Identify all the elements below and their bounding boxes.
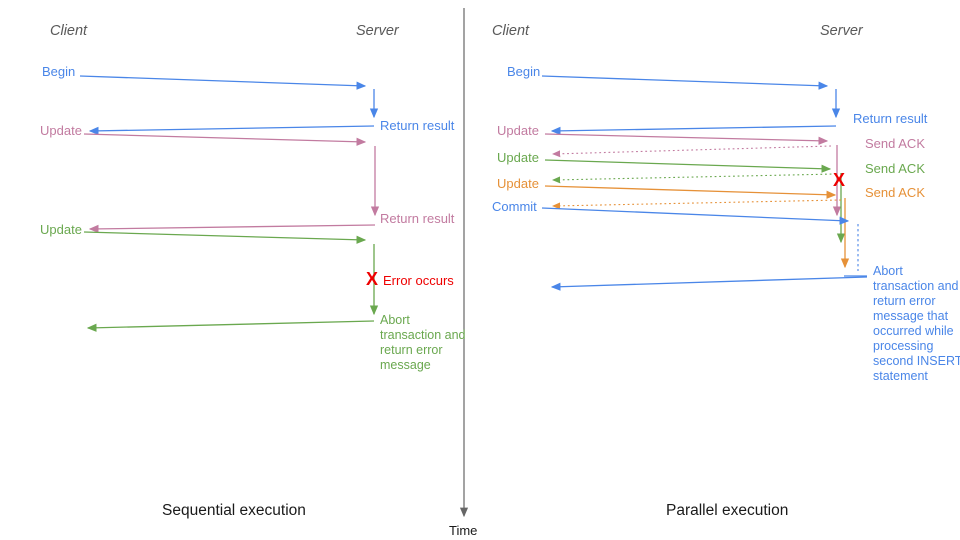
left-update-arrow-2 — [83, 231, 367, 244]
right-client-header: Client — [492, 23, 530, 39]
right-send-ack-label-2: Send ACK — [865, 161, 925, 176]
left-client-header: Client — [50, 23, 88, 39]
left-update-label-1: Update — [40, 123, 82, 138]
right-send-ack-dotted-2 — [551, 173, 837, 184]
right-send-ack-label-1: Send ACK — [865, 136, 925, 151]
left-begin-arrow — [79, 75, 367, 90]
left-begin-label: Begin — [42, 64, 76, 79]
left-update-arrow-1 — [83, 133, 367, 146]
right-update-label-2: Update — [497, 150, 539, 165]
right-update-arrow-1 — [544, 133, 829, 145]
left-return-result-arrow-2 — [88, 224, 376, 234]
right-abort-return-arrow — [550, 276, 868, 291]
right-server-header: Server — [820, 23, 863, 39]
left-abort-return-arrow — [86, 320, 375, 332]
left-return-result-label-1: Return result — [380, 118, 455, 133]
right-panel-caption: Parallel execution — [666, 502, 789, 519]
left-panel-caption: Sequential execution — [162, 502, 306, 519]
right-send-ack-dotted-1 — [551, 145, 832, 158]
right-abort-label: Abort transaction and return error messa… — [873, 264, 960, 383]
left-update-label-2: Update — [40, 222, 82, 237]
right-return-result-label: Return result — [853, 111, 928, 126]
right-begin-label: Begin — [507, 64, 541, 79]
left-server-header: Server — [356, 23, 399, 39]
left-return-result-arrow-1 — [88, 125, 375, 135]
right-return-result-arrow — [550, 125, 837, 135]
right-commit-arrow — [541, 207, 850, 225]
right-commit-label: Commit — [492, 199, 537, 214]
left-error-x-icon: X — [366, 269, 379, 289]
right-update-arrow-2 — [544, 159, 832, 173]
right-begin-arrow — [541, 75, 829, 90]
right-error-x-icon: X — [833, 170, 846, 190]
left-return-result-label-2: Return result — [380, 211, 455, 226]
right-send-ack-dotted-3 — [551, 199, 842, 210]
left-abort-label: Abort transaction and return error messa… — [380, 313, 466, 372]
left-error-occurs-label: Error occurs — [383, 273, 454, 288]
time-axis-label: Time — [449, 523, 478, 538]
right-update-arrow-3 — [544, 185, 837, 199]
right-update-label-3: Update — [497, 176, 539, 191]
right-send-ack-label-3: Send ACK — [865, 185, 925, 200]
right-update-label-1: Update — [497, 123, 539, 138]
